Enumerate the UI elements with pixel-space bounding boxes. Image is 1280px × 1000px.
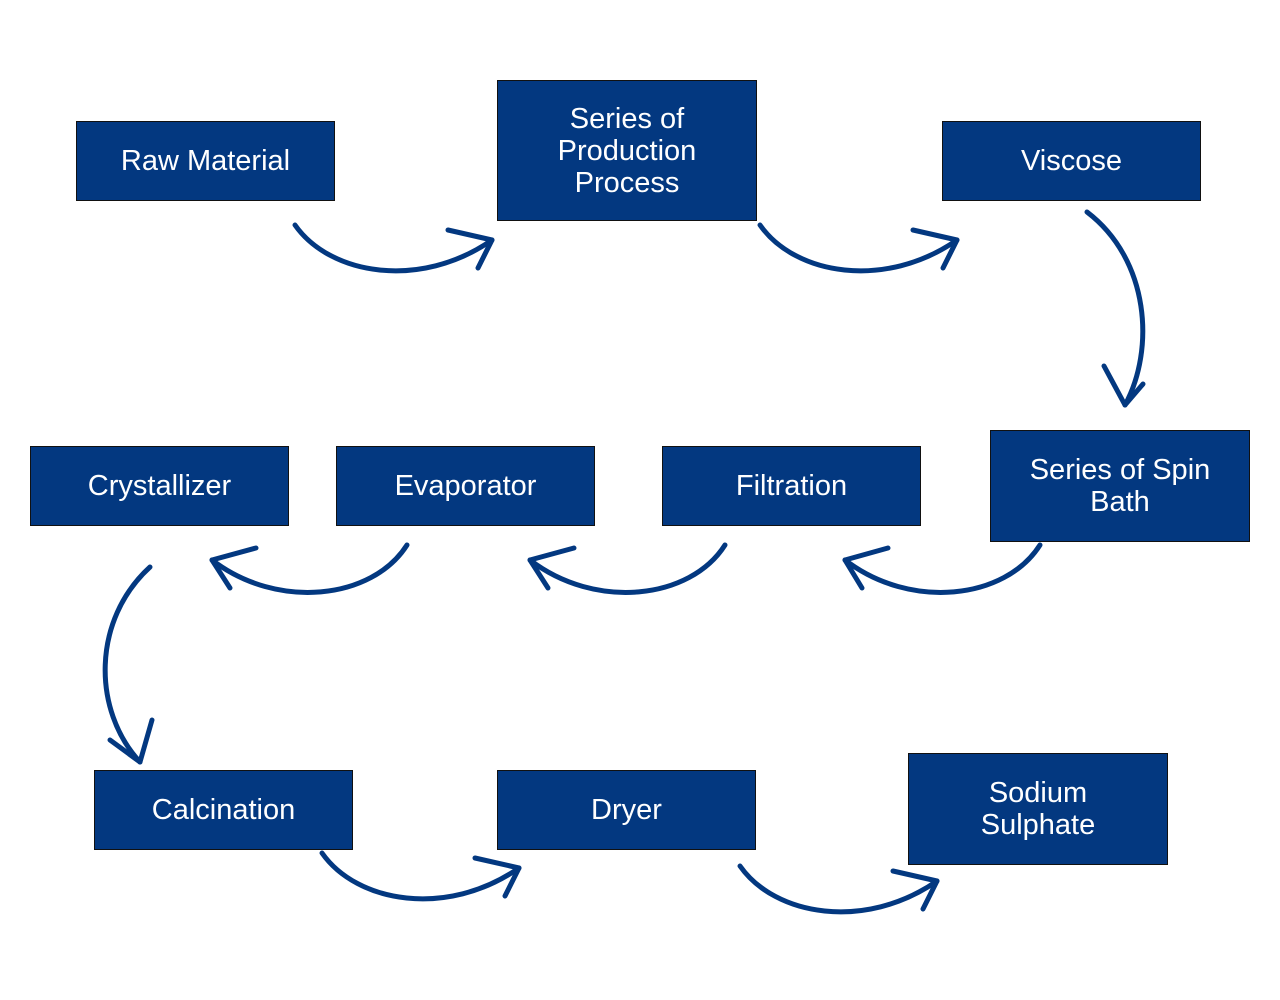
node-crystallizer-label: Crystallizer bbox=[87, 470, 232, 502]
node-spin-bath-label: Series of Spin Bath bbox=[1029, 454, 1211, 518]
node-filtration-label: Filtration bbox=[735, 470, 848, 502]
arrow-dryer-to-sodium-sulphate bbox=[737, 863, 940, 915]
node-viscose: Viscose bbox=[942, 121, 1201, 201]
node-production-process: Series of Production Process bbox=[497, 80, 757, 221]
node-sodium-sulphate-label: Sodium Sulphate bbox=[980, 777, 1096, 841]
arrow-production-to-viscose bbox=[757, 222, 960, 274]
arrow-spin-bath-to-filtration bbox=[842, 542, 1043, 595]
node-viscose-label: Viscose bbox=[1020, 145, 1123, 177]
node-raw-material-label: Raw Material bbox=[120, 145, 291, 177]
node-calcination: Calcination bbox=[94, 770, 353, 850]
node-evaporator: Evaporator bbox=[336, 446, 595, 526]
node-evaporator-label: Evaporator bbox=[394, 470, 537, 502]
node-filtration: Filtration bbox=[662, 446, 921, 526]
node-crystallizer: Crystallizer bbox=[30, 446, 289, 526]
arrow-evaporator-to-crystallizer bbox=[209, 542, 410, 595]
node-calcination-label: Calcination bbox=[151, 794, 296, 826]
node-production-process-label: Series of Production Process bbox=[557, 102, 697, 199]
arrow-calcination-to-dryer bbox=[319, 850, 522, 902]
node-raw-material: Raw Material bbox=[76, 121, 335, 201]
node-spin-bath: Series of Spin Bath bbox=[990, 430, 1250, 542]
node-sodium-sulphate: Sodium Sulphate bbox=[908, 753, 1168, 865]
node-dryer: Dryer bbox=[497, 770, 756, 850]
arrow-viscose-to-spin-bath bbox=[1084, 209, 1146, 408]
arrow-crystallizer-to-calcination bbox=[102, 564, 155, 765]
node-dryer-label: Dryer bbox=[591, 794, 662, 826]
arrow-raw-material-to-production bbox=[292, 222, 495, 274]
arrow-filtration-to-evaporator bbox=[527, 542, 728, 595]
